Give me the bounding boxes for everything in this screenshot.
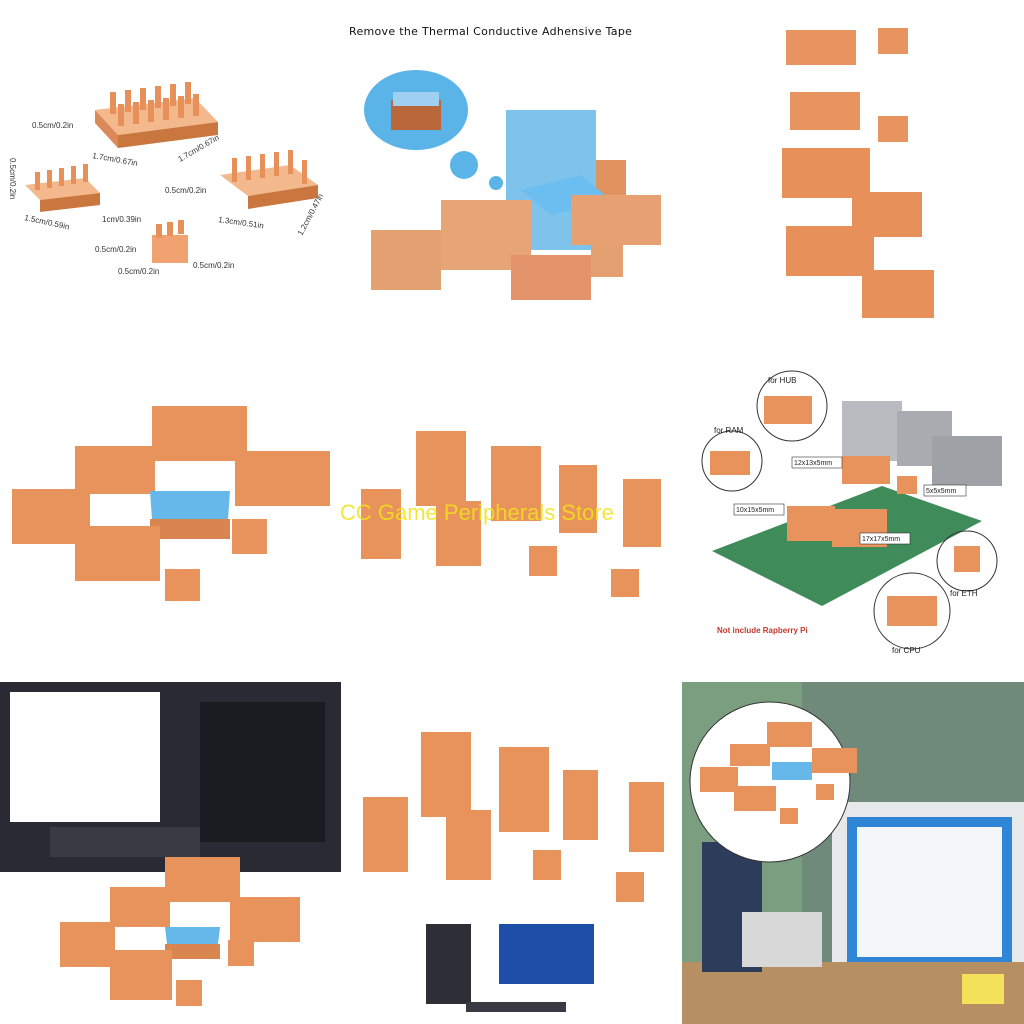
spec-10x15: 10x15x5mm [736, 507, 774, 514]
spec-5x5: 5x5x5mm [926, 488, 957, 495]
label-hub: for HUB [768, 376, 796, 385]
raspberry-pi-usage-panel: for HUB for RAM for ETH for CPU 12x13x5m… [682, 341, 1024, 682]
pc-tower [426, 924, 471, 1004]
heatsink-large [95, 82, 218, 148]
monitor-screen [10, 692, 160, 822]
heatsink-medium-left [25, 164, 100, 212]
label-cpu: for CPU [892, 646, 921, 655]
label-eth: for ETH [950, 589, 978, 598]
dim-big-left: 0.5cm/0.2in [32, 121, 73, 130]
dim-med-right-bottom: 1.3cm/0.51in [218, 215, 265, 230]
heatsink-row-panel [341, 341, 682, 682]
pc-scene-panel [0, 682, 341, 1024]
dim-small-right: 0.5cm/0.2in [193, 261, 234, 270]
spec-12x13: 12x13x5mm [794, 460, 832, 467]
warning-text: Not include Rapberry Pi [717, 626, 808, 635]
heatsink-medium-right [220, 150, 318, 209]
heatsink-small [152, 220, 188, 263]
office-scene-panel [682, 682, 1024, 1024]
sticky-note [962, 974, 1004, 1004]
store-watermark: CC Game Peripherals Store [340, 500, 614, 525]
heatsink-desktop-panel [341, 682, 682, 1024]
dim-med-right-left: 0.5cm/0.2in [165, 186, 206, 195]
pc-monitor [499, 924, 594, 984]
panel-title: Remove the Thermal Conductive Adhensive … [349, 25, 632, 38]
remove-tape-panel: Remove the Thermal Conductive Adhensive … [341, 0, 682, 341]
dim-med-left-right: 1cm/0.39in [102, 215, 141, 224]
heatsink-kit-panel [0, 341, 341, 682]
heatsink-set-panel [682, 0, 1024, 341]
heatsink-stack [371, 230, 441, 290]
dim-small-bottom: 0.5cm/0.2in [118, 267, 159, 276]
dim-small-left: 0.5cm/0.2in [95, 245, 136, 254]
dimensions-panel: 0.5cm/0.2in 1.7cm/0.67in 1.7cm/0.67in 0.… [0, 0, 341, 341]
dim-big-bottom: 1.7cm/0.67in [92, 151, 139, 168]
thermal-pad [150, 491, 230, 519]
dim-med-left-side: 0.5cm/0.2in [8, 158, 17, 199]
label-ram: for RAM [714, 426, 744, 435]
spec-17x17: 17x17x5mm [862, 536, 900, 543]
dim-med-left-bottom: 1.5cm/0.59in [24, 213, 71, 231]
